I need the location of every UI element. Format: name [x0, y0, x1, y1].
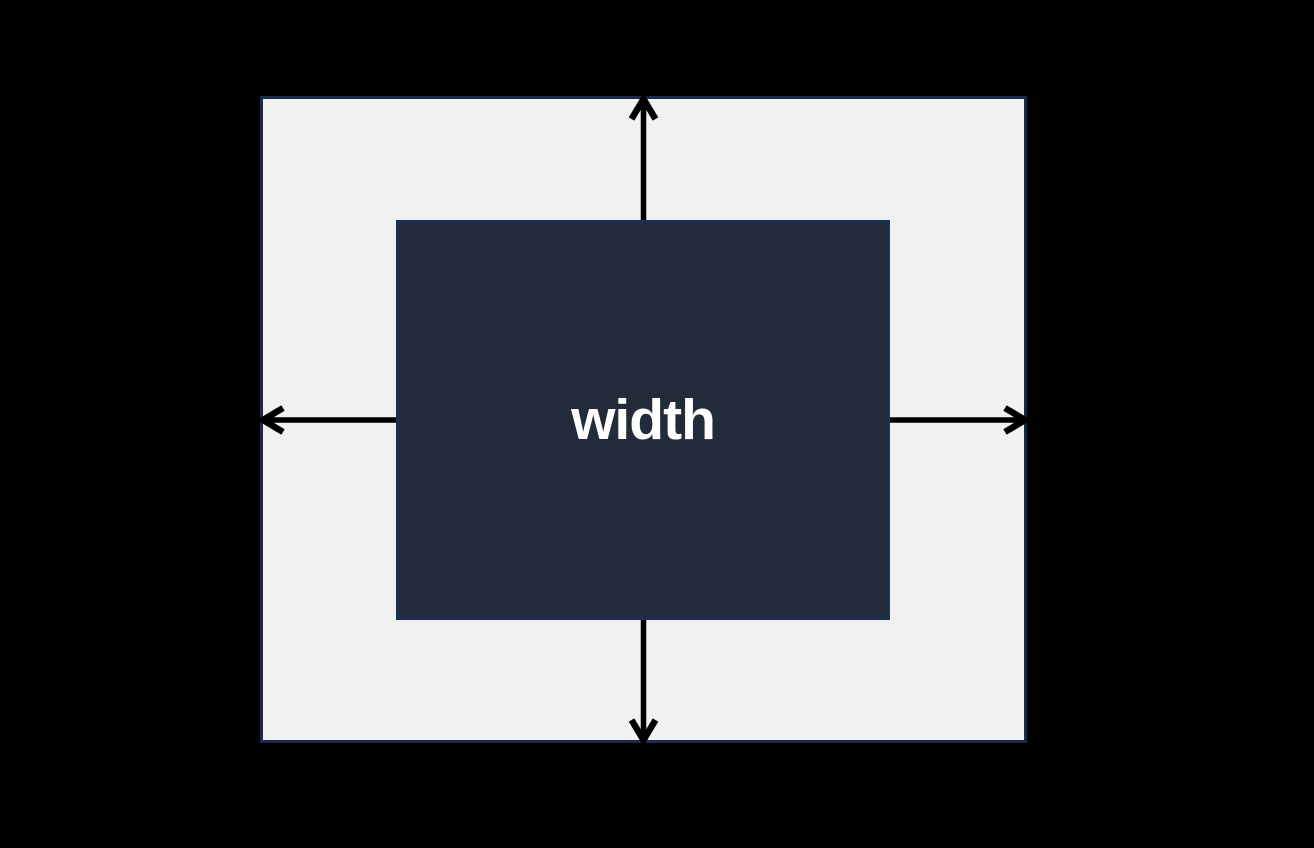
width-label: width — [571, 387, 716, 452]
width-box: width — [396, 220, 890, 620]
